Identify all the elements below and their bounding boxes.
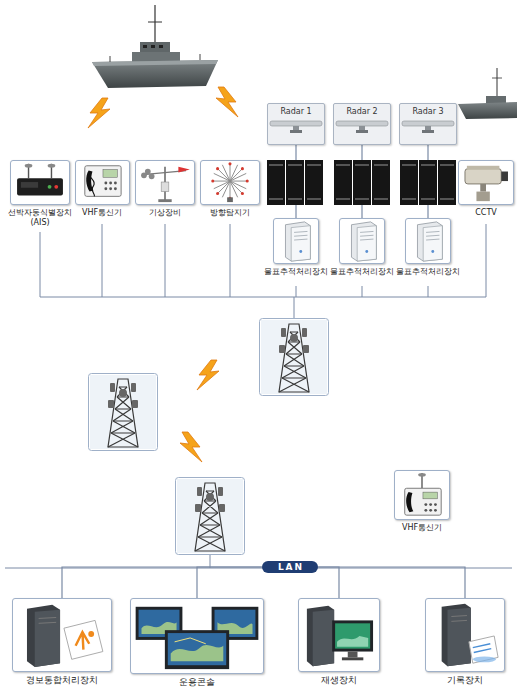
vhf-radio: VHF통신기 bbox=[74, 160, 130, 218]
weather-sensor: 기상장비 bbox=[135, 160, 195, 218]
radar-bar bbox=[400, 117, 456, 137]
radar-antenna: Radar 2 bbox=[333, 103, 391, 145]
device-label: 방향탐지기 bbox=[200, 208, 260, 218]
site-bus-wires bbox=[5, 224, 512, 568]
device-label: 물표추적처리장치 bbox=[330, 267, 395, 277]
operator-console-icon bbox=[130, 598, 264, 674]
replay-unit-icon bbox=[298, 598, 380, 672]
connector-line bbox=[197, 567, 262, 598]
direction-finder: 방향탐지기 bbox=[200, 160, 260, 218]
cctv-camera-icon bbox=[458, 160, 514, 205]
device-label: 물표추적처리장치 bbox=[264, 267, 329, 277]
ais-unit: 선박자동식별장치 (AIS) bbox=[7, 160, 73, 227]
relay-towers bbox=[89, 319, 329, 555]
replay-unit: 재생장치 bbox=[298, 598, 380, 686]
radar-label: Radar 1 bbox=[280, 107, 311, 116]
weather-sensor-icon bbox=[135, 160, 195, 205]
cctv-camera: CCTV bbox=[458, 160, 514, 218]
radar-bar bbox=[268, 117, 324, 137]
alarm-server-icon bbox=[12, 598, 112, 672]
recording-unit-icon bbox=[425, 598, 505, 672]
alarm-server: 경보통합처리장치 bbox=[12, 598, 112, 686]
ship-large bbox=[92, 5, 218, 88]
vhf-radio: VHF통신기 bbox=[392, 470, 452, 533]
connector-line bbox=[318, 567, 339, 598]
tracking-processor: 물표추적처리장치 bbox=[264, 218, 329, 277]
radar-label: Radar 2 bbox=[346, 107, 377, 116]
device-label: CCTV bbox=[458, 208, 514, 218]
direction-finder-icon bbox=[200, 160, 260, 205]
device-label: 물표추적처리장치 bbox=[396, 267, 461, 277]
radar-antenna: Radar 1 bbox=[267, 103, 325, 145]
tracking-processor-icon bbox=[339, 218, 385, 264]
radar-label: Radar 3 bbox=[412, 107, 443, 116]
device-label: VHF통신기 bbox=[74, 208, 130, 218]
radar-bar bbox=[334, 117, 390, 137]
operator-console: 운용콘솔 bbox=[130, 598, 264, 688]
device-label: 선박자동식별장치 (AIS) bbox=[7, 208, 73, 227]
ais-unit-icon bbox=[10, 160, 70, 205]
vhf-radio-icon bbox=[75, 160, 130, 205]
tracking-processor: 물표추적처리장치 bbox=[396, 218, 461, 277]
connector-line bbox=[318, 567, 465, 598]
device-label: 기록장치 bbox=[425, 675, 505, 686]
radio-link bbox=[88, 87, 238, 462]
ship-small bbox=[458, 68, 517, 119]
signal-processor-blocks bbox=[267, 160, 456, 205]
tracking-processor-icon bbox=[273, 218, 319, 264]
bus-label: LAN bbox=[262, 561, 318, 573]
lan-bus-tag: LAN bbox=[262, 561, 318, 573]
vhf-radio-icon bbox=[394, 470, 450, 520]
tracking-processor-icon bbox=[405, 218, 451, 264]
recording-unit: 기록장치 bbox=[425, 598, 505, 686]
device-label: VHF통신기 bbox=[392, 523, 452, 533]
device-label: 경보통합처리장치 bbox=[12, 675, 112, 686]
device-label: 기상장비 bbox=[135, 208, 195, 218]
connector-line bbox=[62, 567, 262, 598]
tracking-processor: 물표추적처리장치 bbox=[330, 218, 395, 277]
radar-antenna: Radar 3 bbox=[399, 103, 457, 145]
device-label: 운용콘솔 bbox=[130, 677, 264, 688]
device-label: 재생장치 bbox=[298, 675, 380, 686]
